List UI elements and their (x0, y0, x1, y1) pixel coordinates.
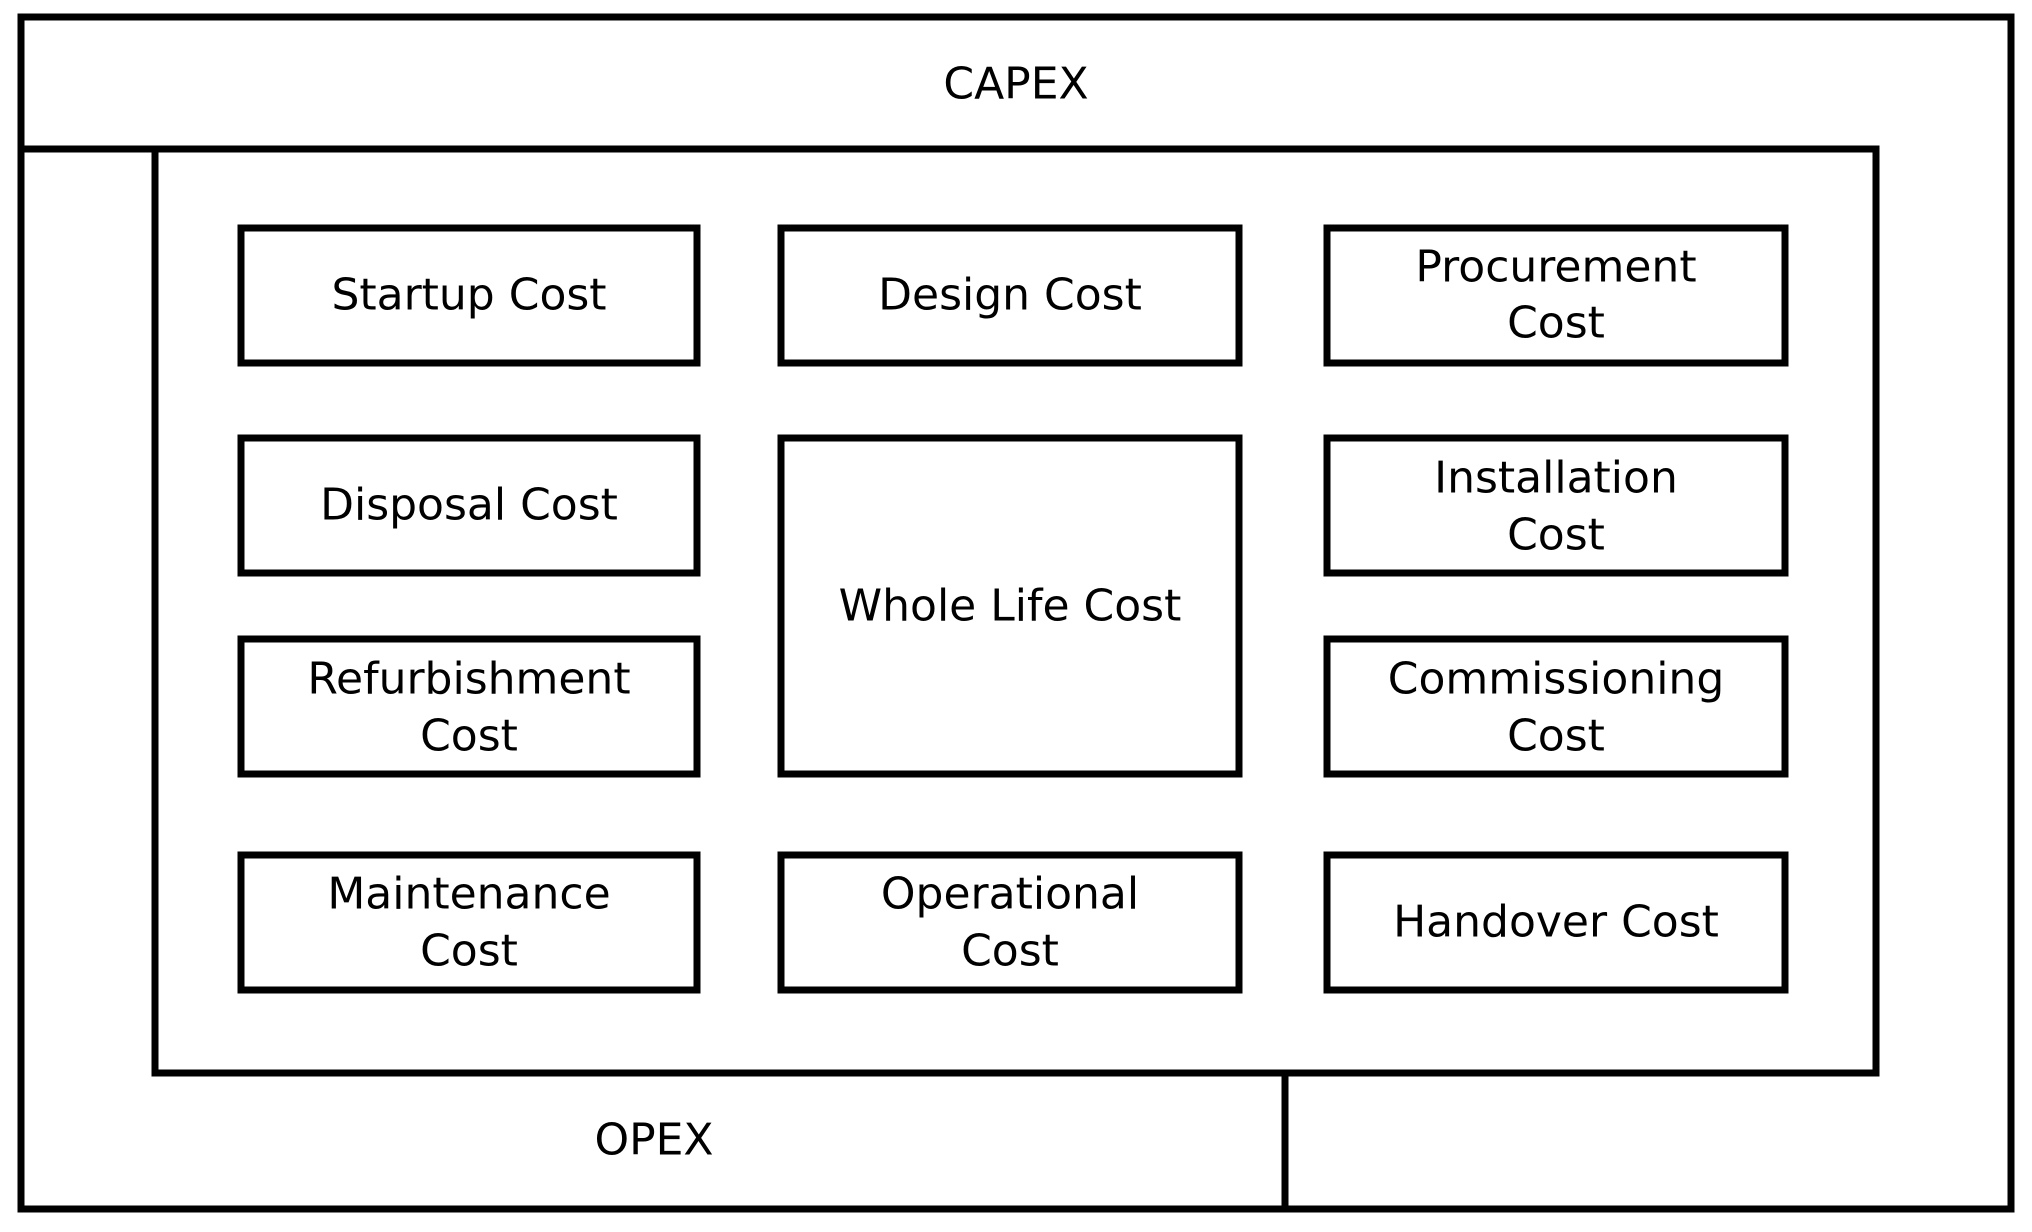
installation-cost-label-line1: Installation (1434, 453, 1678, 504)
installation-cost-box: Installation Cost (1323, 434, 1789, 577)
maintenance-cost-label-line1: Maintenance (327, 869, 610, 920)
whole-life-cost-label: Whole Life Cost (839, 581, 1182, 632)
opex-label: OPEX (594, 1115, 713, 1166)
whole-life-cost-box: Whole Life Cost (777, 434, 1243, 778)
handover-cost-box: Handover Cost (1323, 851, 1789, 994)
operational-cost-label-line2: Cost (961, 926, 1059, 977)
design-cost-label: Design Cost (878, 270, 1142, 321)
startup-cost-box: Startup Cost (237, 224, 701, 367)
commissioning-cost-label-line1: Commissioning (1388, 654, 1725, 705)
installation-cost-label-line2: Cost (1507, 510, 1605, 561)
procurement-cost-label-line1: Procurement (1415, 242, 1696, 293)
maintenance-cost-label-line2: Cost (420, 926, 518, 977)
design-cost-box: Design Cost (777, 224, 1243, 367)
handover-cost-label: Handover Cost (1393, 897, 1719, 948)
procurement-cost-box: Procurement Cost (1323, 224, 1789, 367)
disposal-cost-box: Disposal Cost (237, 434, 701, 577)
operational-cost-box: Operational Cost (777, 851, 1243, 994)
maintenance-cost-box: Maintenance Cost (237, 851, 701, 994)
operational-cost-label-line1: Operational (881, 869, 1139, 920)
refurbishment-cost-box: Refurbishment Cost (237, 635, 701, 778)
commissioning-cost-label-line2: Cost (1507, 711, 1605, 762)
refurbishment-cost-label-line2: Cost (420, 711, 518, 762)
disposal-cost-label: Disposal Cost (320, 480, 618, 531)
commissioning-cost-box: Commissioning Cost (1323, 635, 1789, 778)
startup-cost-label: Startup Cost (331, 270, 606, 321)
refurbishment-cost-label-line1: Refurbishment (307, 654, 630, 705)
capex-label: CAPEX (943, 59, 1088, 110)
procurement-cost-label-line2: Cost (1507, 298, 1605, 349)
